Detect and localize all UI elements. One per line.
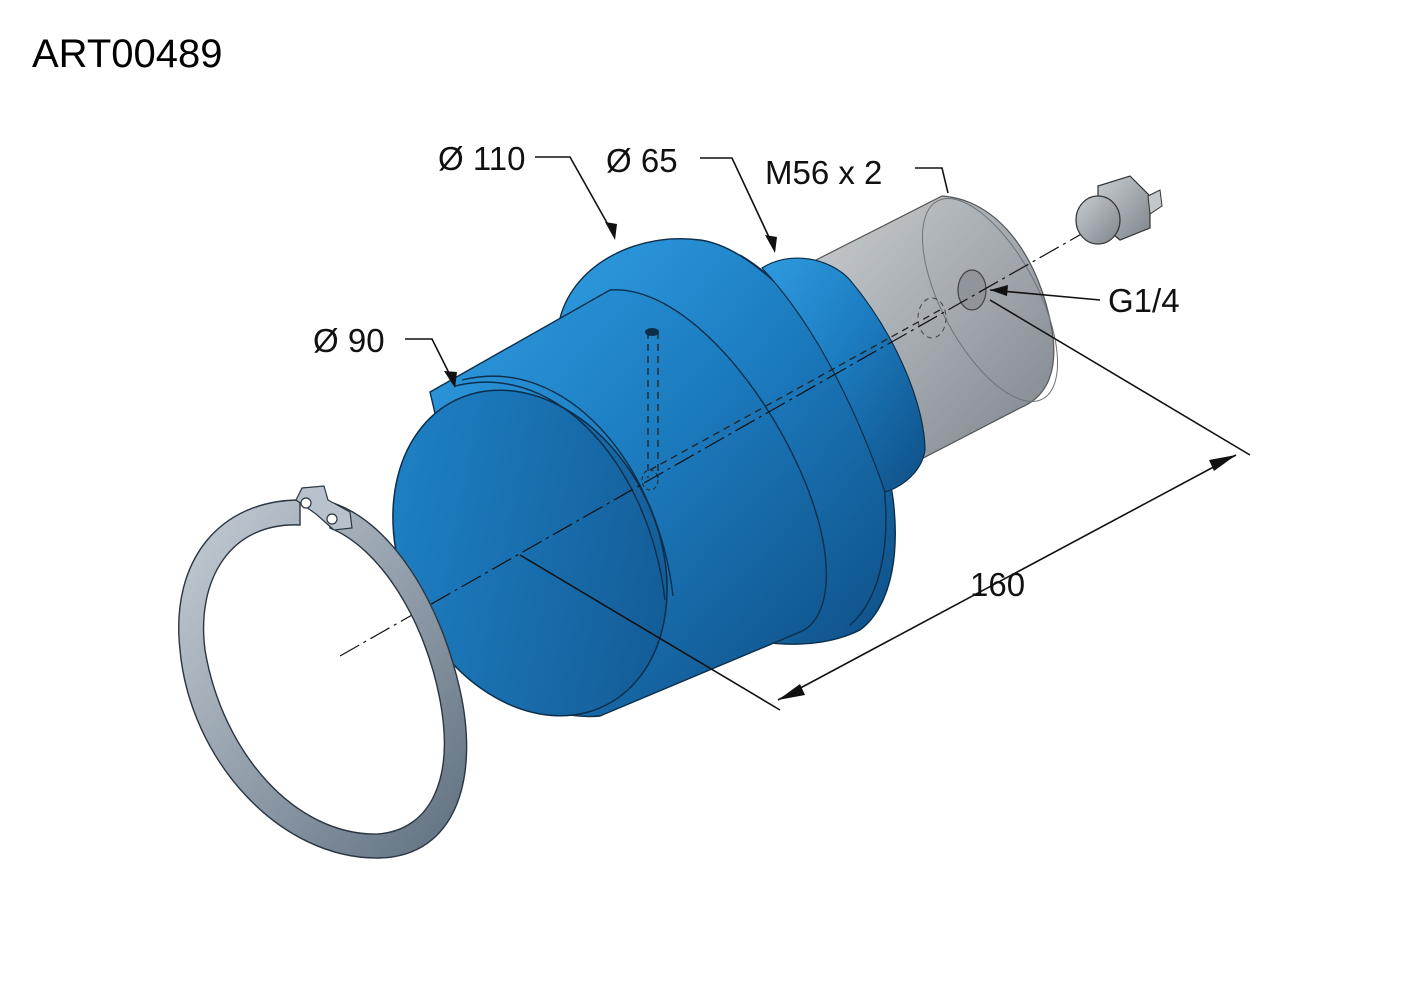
dim-dia-65: Ø 65 (606, 142, 678, 179)
assembly-centerline (339, 231, 1086, 657)
dim-dia-110: Ø 110 (438, 140, 525, 177)
retaining-ring (178, 485, 468, 859)
hydraulic-fitting (1075, 175, 1163, 245)
dim-length: 160 (970, 566, 1025, 603)
dim-thread: M56 x 2 (765, 154, 882, 191)
dimension-leaders (405, 156, 1251, 711)
dim-port: G1/4 (1108, 282, 1180, 319)
dim-dia-90: Ø 90 (313, 322, 385, 359)
neck-65 (761, 257, 926, 493)
part-number-title: ART00489 (32, 32, 223, 76)
hidden-bore (649, 309, 941, 471)
main-cylinder-90 (392, 289, 827, 718)
